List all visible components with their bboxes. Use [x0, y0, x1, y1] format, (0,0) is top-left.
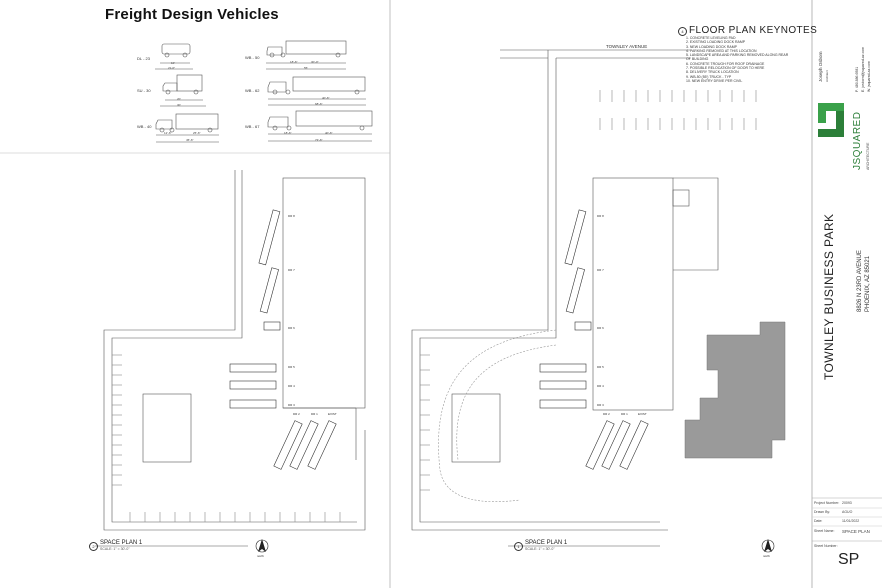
tb-label: Sheet Name:: [814, 529, 835, 533]
keynotes-title: FLOOR PLAN KEYNOTES: [689, 25, 818, 36]
vehicle-code: WB - 50: [245, 55, 260, 60]
dimension: 68'-6": [315, 102, 323, 106]
dimension: 30': [177, 103, 181, 107]
dimension: 40'-6": [325, 131, 333, 135]
door-label: DR 7: [597, 268, 604, 272]
door-label: DR 6: [288, 326, 295, 330]
dimension: 25'-6": [193, 131, 201, 135]
project-address-1: 8826 N 23RD AVENUE: [857, 250, 863, 312]
sheet-title: Freight Design Vehicles: [105, 6, 279, 23]
keynote-item: 3. NEW LOADING DOCK RAMP: [686, 44, 737, 49]
tb-value: SPACE PLAN: [842, 529, 870, 534]
vehicle-code: DL - 23: [137, 56, 150, 61]
keynote-item: 2. EXISTING LOADING DOCK RAMP: [686, 40, 746, 45]
plan-title: SPACE PLAN 1: [525, 540, 568, 546]
keynote-item: 5. LANDSCAPE AREA AND PARKING REMOVED AL…: [686, 53, 789, 58]
dimension: 18'-6": [290, 60, 298, 64]
door-label: DR 8: [288, 214, 295, 218]
keynotes-list: 1. CONCRETE LEVELING PAD 2. EXISTING LOA…: [686, 36, 801, 83]
project-name: TOWNLEY BUSINESS PARK: [822, 213, 836, 380]
plan-title: SPACE PLAN 1: [100, 540, 143, 546]
plan-number: 1: [514, 542, 523, 551]
vehicle-code: WB - 40: [137, 124, 152, 129]
keynote-item: OF BUILDING: [686, 57, 709, 62]
dimension: 18'-6": [284, 131, 292, 135]
phone: P. 480.886.6981: [855, 66, 859, 92]
door-label: DR 2: [603, 412, 610, 416]
door-label: DR 4: [597, 384, 604, 388]
keynote-item: 7. POSSIBLE RELOCATION OF DOOR TO HERE: [686, 66, 765, 71]
door-label: DR 2: [293, 412, 300, 416]
firm-subtitle: ARCHITECTURE: [866, 142, 870, 170]
dimension: 22-6": [168, 66, 176, 70]
north-label: north: [763, 554, 770, 558]
dimension: 12'-6": [164, 131, 172, 135]
tb-value: 20093: [842, 501, 852, 505]
plan-number: 2: [89, 542, 98, 551]
tb-label: Date:: [814, 519, 823, 523]
keynote-item: 8. DELIVERY TRUCK LOCATION: [686, 70, 739, 75]
architect-name: Joseph Osborn: [818, 51, 823, 82]
door-label: DR 3: [597, 403, 604, 407]
door-label: DR 5: [597, 365, 604, 369]
door-label: DR 1: [311, 412, 318, 416]
dimension: 20': [177, 97, 181, 101]
door-label: EXIST: [328, 412, 337, 416]
dimension: 55': [304, 66, 308, 70]
dimension: 30'-0": [311, 60, 319, 64]
keynote-item: 10. NEW ENTRY DRIVE PER CIVIL: [686, 78, 743, 83]
door-label: DR 6: [597, 326, 604, 330]
keynote-item: 1. CONCRETE LEVELING PAD: [686, 36, 736, 40]
door-label: EXIST: [638, 412, 647, 416]
plan-scale: SCALE: 1" = 30'-0": [525, 547, 555, 551]
keynote-item: 9. WB-50 (55') TRUCK - TYP: [686, 74, 732, 79]
dimension: 73'-6": [315, 138, 323, 142]
vehicle-code: WB - 67: [245, 124, 260, 129]
project-address-2: PHOENIX, AZ 85021: [865, 255, 871, 312]
keynotes-marker: 4: [678, 27, 687, 36]
website: W. jsquared-az.com: [867, 61, 871, 92]
keynote-item: 6. CONCRETE TROUGH FOR ROOF DRAINAGE: [686, 61, 765, 66]
dimension: 40'-6": [322, 96, 330, 100]
vehicle-code: SU - 30: [137, 88, 151, 93]
keynote-item: 4. PARKING REMOVED AT THIS LOCATION: [686, 48, 757, 53]
email: E. josborn@jsquared-az.com: [861, 46, 865, 92]
tb-value: 11/01/2022: [842, 519, 860, 523]
door-label: DR 3: [288, 403, 295, 407]
sheet-number: SP: [838, 551, 860, 568]
tb-value: AGUO: [842, 510, 853, 514]
architect-role: Architect: [825, 70, 829, 82]
door-label: DR 8: [597, 214, 604, 218]
vehicle-code: WB - 62: [245, 88, 260, 93]
street-label: TOWNLEY AVENUE: [606, 44, 648, 49]
door-label: DR 1: [621, 412, 628, 416]
north-label: north: [257, 554, 264, 558]
door-label: DR 5: [288, 365, 295, 369]
tb-label: Drawn By:: [814, 510, 831, 514]
plan-scale: SCALE: 1" = 30'-0": [100, 547, 130, 551]
sheet-number-label: Sheet Number:: [814, 544, 838, 548]
door-label: DR 4: [288, 384, 295, 388]
dimension: 45'-6": [186, 138, 194, 142]
door-label: DR 7: [288, 268, 295, 272]
firm-name: JSQUARED: [852, 111, 863, 170]
tb-label: Project Number:: [814, 501, 840, 505]
